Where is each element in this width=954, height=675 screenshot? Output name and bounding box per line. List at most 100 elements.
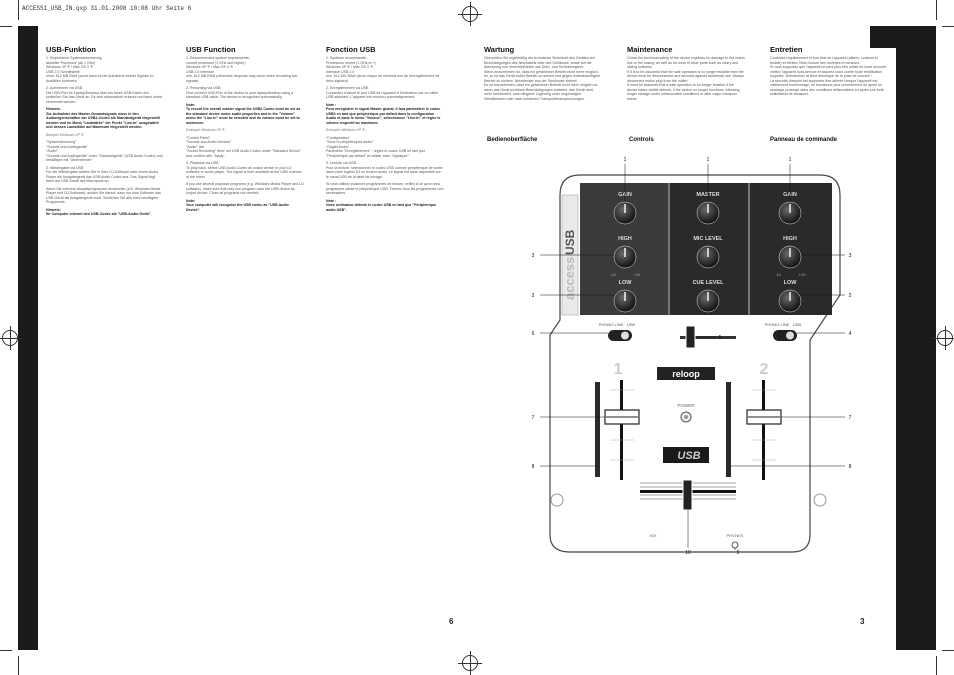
column-title: Wartung	[484, 45, 515, 54]
column-title: USB Function	[186, 45, 236, 54]
callout-10: 10	[685, 550, 691, 556]
crop-mark	[18, 0, 19, 20]
callout-1: 1	[789, 157, 792, 163]
registration-mark-icon	[933, 326, 954, 350]
callout-6: 6	[532, 331, 535, 337]
column-paragraph: Überprüfen Sie regelmäßig die technische…	[484, 56, 601, 101]
right-black-bar	[896, 26, 936, 650]
callout-8: 8	[532, 464, 535, 470]
panel-title-fr: Panneau de commande	[770, 137, 838, 143]
callout-1: 1	[624, 157, 627, 163]
callout-1: 1	[707, 157, 710, 163]
svg-text:USB: USB	[677, 450, 700, 462]
column-paragraph: 1. Recommended system requirements: curr…	[186, 56, 298, 83]
callout-2: 2	[849, 293, 852, 299]
channel-1-label: 1	[614, 361, 623, 378]
vu-meter-left	[595, 382, 600, 477]
column-paragraph: Beispiel Windows XP ®:	[46, 132, 85, 137]
registration-mark-icon	[0, 326, 22, 350]
crop-mark	[942, 26, 954, 27]
callout-5: 5	[719, 335, 722, 341]
reloop-logo	[657, 367, 715, 380]
phones-label: PHONES	[727, 533, 744, 538]
column-paragraph: 2. Aufnehmen via USB Die USB-Port Ihr La…	[46, 86, 163, 104]
registration-mark-icon	[458, 2, 482, 26]
scale-max: +10	[634, 272, 642, 277]
column-paragraph: Wenn Sie mehrere Abspielprogramme verwen…	[46, 186, 161, 205]
label-cue-level: CUE LEVEL	[693, 280, 725, 286]
vu-meter-right	[726, 382, 731, 477]
fader-track-left	[620, 380, 623, 480]
mixer-diagram: access USB GAIN HIGH LOW MASTER MIC LEVE…	[532, 157, 852, 556]
column-paragraph: Example Windows XP ®:	[186, 128, 226, 132]
column-paragraph: Note : Pour enregistrer le signal Master…	[326, 102, 441, 125]
channel-2-label: 2	[760, 361, 769, 378]
switch-right-phono: PHONO	[765, 322, 780, 327]
column-paragraph: Note : Votre ordinateur détecte le codec…	[326, 198, 437, 212]
callout-8: 8	[849, 464, 852, 470]
column-paragraph: 1. Système recommandé : Processeur récen…	[326, 56, 440, 83]
column-title: Entretien	[770, 45, 803, 54]
brand-access: access	[562, 257, 577, 300]
column-paragraph: Si vous utilisez plusieurs programmes de…	[326, 182, 444, 195]
column-paragraph: 2. Recording via USB First connect USB-P…	[186, 86, 294, 99]
switch-right-line: LINE	[781, 322, 790, 327]
scale-min: -10	[775, 272, 782, 277]
callout-9: 9	[737, 550, 740, 556]
column-paragraph: Contrôlez régulièrement le bon état de l…	[770, 56, 887, 96]
cue-fader-track	[680, 336, 736, 339]
switch-left-usb: USB	[627, 322, 636, 327]
callout-7: 7	[532, 415, 535, 421]
crossfader-knob	[682, 479, 693, 511]
print-header: ACCESS1_USB_IN.qxp 31.01.2008 10:08 Uhr …	[22, 5, 192, 12]
switch-right-usb: USB	[793, 322, 802, 327]
column-paragraph: Exemple Windows XP ®:	[326, 128, 366, 132]
crop-mark	[936, 656, 937, 675]
column-paragraph: Note: To record the overall master signa…	[186, 102, 301, 125]
label-high-right: HIGH	[783, 236, 797, 242]
page-number-right: 3	[860, 617, 865, 626]
column-paragraph: "Configuration" "Sons et périphériques a…	[326, 135, 426, 158]
callout-3: 3	[532, 253, 535, 259]
callout-3: 3	[849, 253, 852, 259]
cue-fader-knob	[685, 325, 696, 349]
callout-2: 2	[532, 293, 535, 299]
mix-label: MIX	[649, 533, 656, 538]
column-paragraph: Check the technical safety of the device…	[627, 56, 745, 101]
callout-7: 7	[849, 415, 852, 421]
crop-mark	[0, 26, 12, 27]
crop-mark	[0, 650, 12, 651]
scale-max: +10	[799, 272, 807, 277]
panel-title-en: Controls	[629, 137, 654, 143]
column-paragraph: Hinweis: Zur Aufnahme des Master-Gesamts…	[46, 107, 160, 129]
crop-mark	[936, 0, 937, 20]
label-high-left: HIGH	[618, 236, 632, 242]
callout-4: 4	[849, 331, 852, 337]
column-usb-function: USB Function 1. Recommended system requir…	[186, 45, 304, 215]
column-title: USB-Funktion	[46, 45, 96, 54]
right-black-notch	[870, 26, 896, 48]
column-paragraph: 3. Wiedergabe via USB Für die Wiedergabe…	[46, 165, 160, 184]
column-paragraph: 3. Lecture via USB Pour la lecture, séle…	[326, 161, 443, 179]
brand-usb: USB	[563, 229, 577, 255]
column-paragraph: Hinweis: Ihr Computer erkennt den USB-Co…	[46, 207, 152, 217]
column-paragraph: If you use several playback programs (e.…	[186, 182, 304, 195]
label-low-left: LOW	[619, 280, 633, 286]
crop-mark	[18, 656, 19, 675]
column-paragraph: "Systemsteuerung" "Sounds und Audiogerät…	[46, 140, 163, 162]
registration-mark-icon	[458, 651, 482, 675]
label-mic-level: MIC LEVEL	[693, 236, 723, 242]
panel-title-de: Bedienoberfläche	[487, 137, 538, 143]
crop-mark	[942, 650, 954, 651]
column-paragraph: 3. Playback via USB To play back, select…	[186, 161, 302, 179]
left-black-bar	[18, 26, 38, 650]
column-paragraph: "Control Panel" "Sounds and Audio Device…	[186, 135, 301, 158]
label-low-right: LOW	[784, 280, 798, 286]
power-label: POWER	[677, 403, 695, 408]
page-number-left: 6	[449, 617, 454, 626]
scale-min: -10	[610, 272, 617, 277]
